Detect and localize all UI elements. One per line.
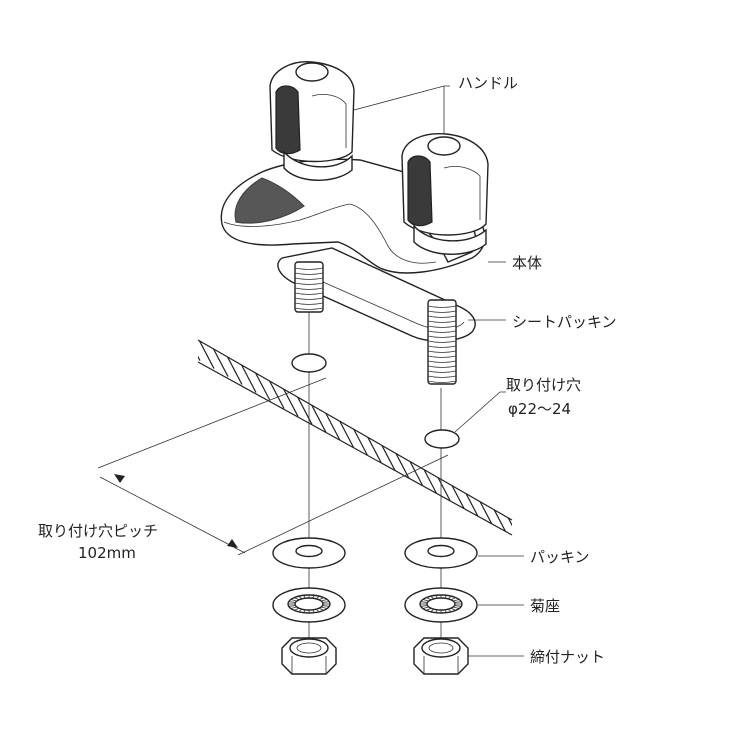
label-body: 本体	[512, 254, 542, 272]
label-mount-hole: 取り付け穴	[506, 376, 581, 394]
label-hole-pitch: 取り付け穴ピッチ	[38, 522, 158, 540]
pitch-dimension	[97, 377, 449, 556]
counter-top-section	[197, 339, 513, 536]
lock-nut-right	[413, 637, 469, 675]
chrysanthemum-seat-left	[272, 587, 346, 623]
label-lock-nut: 締付ナット	[530, 648, 605, 666]
thread-shank-left	[294, 261, 324, 313]
handle-left	[269, 61, 355, 181]
mounting-holes	[291, 353, 460, 449]
lock-nut-left	[281, 637, 337, 675]
label-mount-hole-dia: φ22～24	[508, 400, 571, 418]
label-hole-pitch-value: 102mm	[78, 544, 136, 562]
label-seat-packing: シートパッキン	[512, 313, 617, 331]
thread-shank-right	[427, 299, 457, 385]
label-packing: パッキン	[530, 548, 590, 566]
label-chrysanthemum-seat: 菊座	[530, 597, 560, 615]
packing-left	[272, 537, 346, 569]
packing-right	[404, 537, 478, 569]
label-handle: ハンドル	[458, 74, 518, 92]
handle-right	[401, 133, 489, 255]
leader-lines	[353, 85, 524, 657]
chrysanthemum-seat-right	[404, 587, 478, 623]
